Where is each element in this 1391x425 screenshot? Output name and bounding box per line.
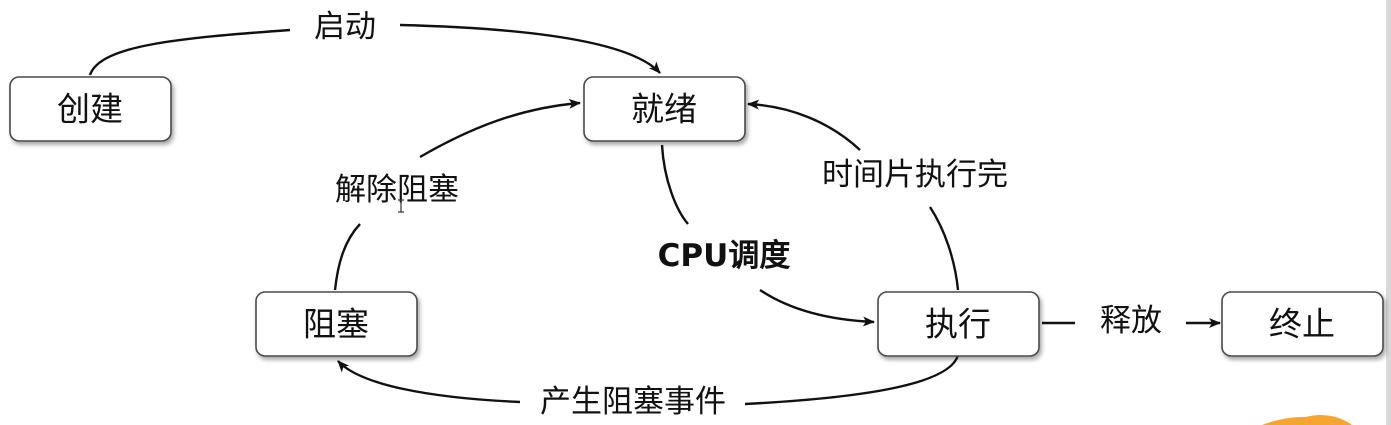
edge-start-right [399,23,661,74]
edge-label-block-event: 产生阻塞事件 [540,384,726,420]
node-terminated-label: 终止 [1269,305,1335,344]
edge-label-cpu-schedule: CPU调度 [658,238,791,274]
edge-label-start: 启动 [314,9,376,45]
right-edge-strip [1386,0,1391,425]
edge-cpu-upper [660,144,689,225]
orange-decoration-2 [1300,414,1352,425]
edge-label-time-slice-done: 时间片执行完 [822,157,1008,193]
edge-label-release: 释放 [1100,303,1162,339]
edge-label-unblock: 解除阻塞 [335,172,459,208]
node-create: 创建 [9,76,172,142]
edge-start-left [88,28,291,76]
node-blocked-label: 阻塞 [303,305,369,344]
edge-cpu-lower [759,289,875,327]
edge-unblock-upper [419,98,581,159]
node-running-label: 执行 [925,305,991,344]
node-ready: 就绪 [583,76,746,142]
node-create-label: 创建 [57,90,123,129]
node-blocked: 阻塞 [255,291,418,357]
edge-timeslice-upper [747,99,861,151]
node-running: 执行 [877,291,1040,357]
edge-block-right [744,354,960,406]
text-cursor-icon [398,199,404,213]
node-ready-label: 就绪 [631,90,697,129]
node-terminated: 终止 [1221,291,1384,357]
edge-timeslice-lower [928,206,960,291]
edge-unblock-lower [333,223,361,291]
edge-block-left [337,360,521,404]
